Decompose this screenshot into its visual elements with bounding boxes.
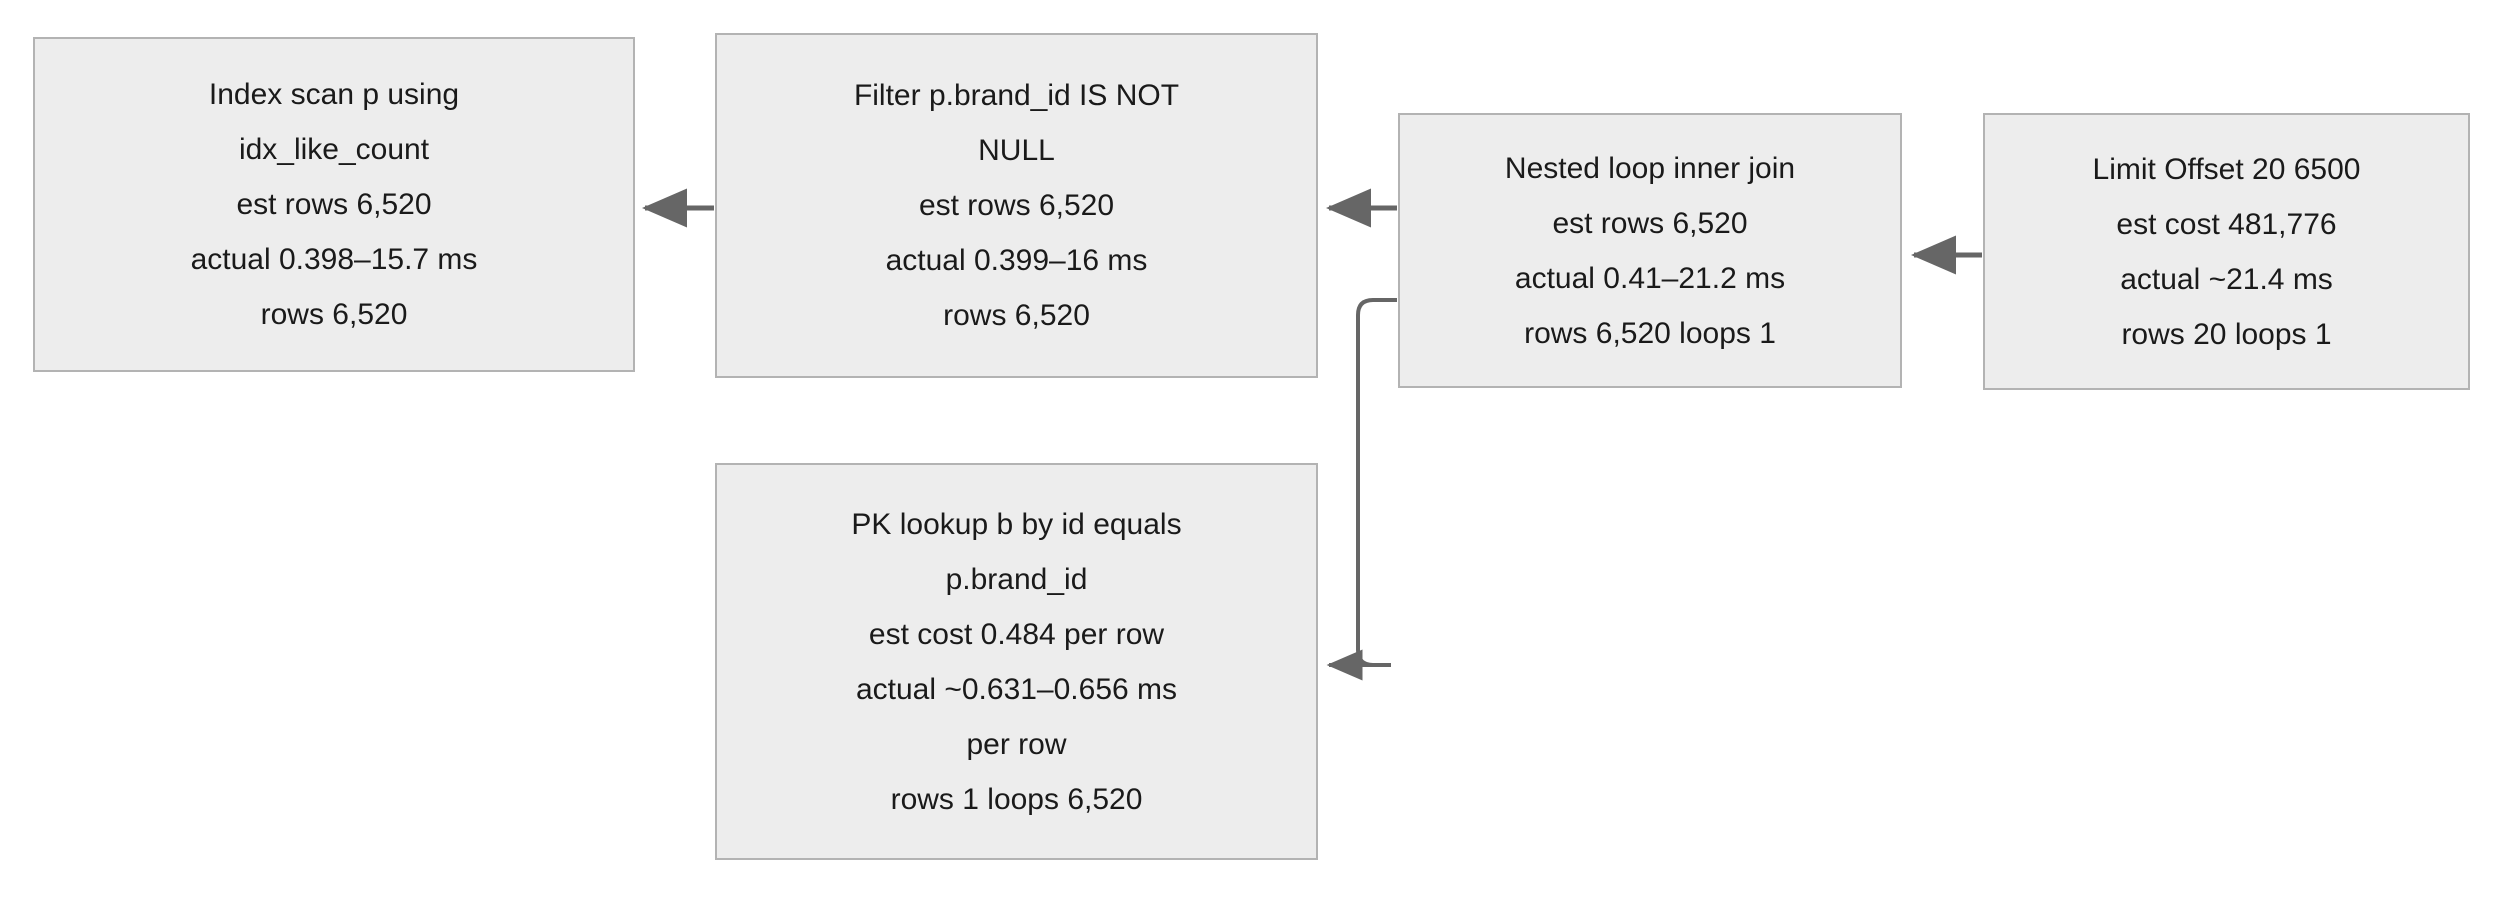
node-index-scan[interactable]: Index scan p using idx_like_count est ro…: [33, 37, 635, 372]
node-pk-lookup[interactable]: PK lookup b by id equals p.brand_id est …: [715, 463, 1318, 860]
node-nested-loop-join-label: Nested loop inner join est rows 6,520 ac…: [1504, 151, 1796, 350]
node-limit-offset-label: Limit Offset 20 6500 est cost 481,776 ac…: [2092, 152, 2361, 351]
node-filter-label: Filter p.brand_id IS NOT NULL est rows 6…: [853, 79, 1180, 332]
node-index-scan-label: Index scan p using idx_like_count est ro…: [190, 78, 478, 331]
node-pk-lookup-label: PK lookup b by id equals p.brand_id est …: [851, 507, 1182, 816]
node-filter[interactable]: Filter p.brand_id IS NOT NULL est rows 6…: [715, 33, 1318, 378]
node-nested-loop-join[interactable]: Nested loop inner join est rows 6,520 ac…: [1398, 113, 1902, 388]
edge-join-to-pk-lookup: [1326, 298, 1397, 681]
node-limit-offset[interactable]: Limit Offset 20 6500 est cost 481,776 ac…: [1983, 113, 2470, 390]
